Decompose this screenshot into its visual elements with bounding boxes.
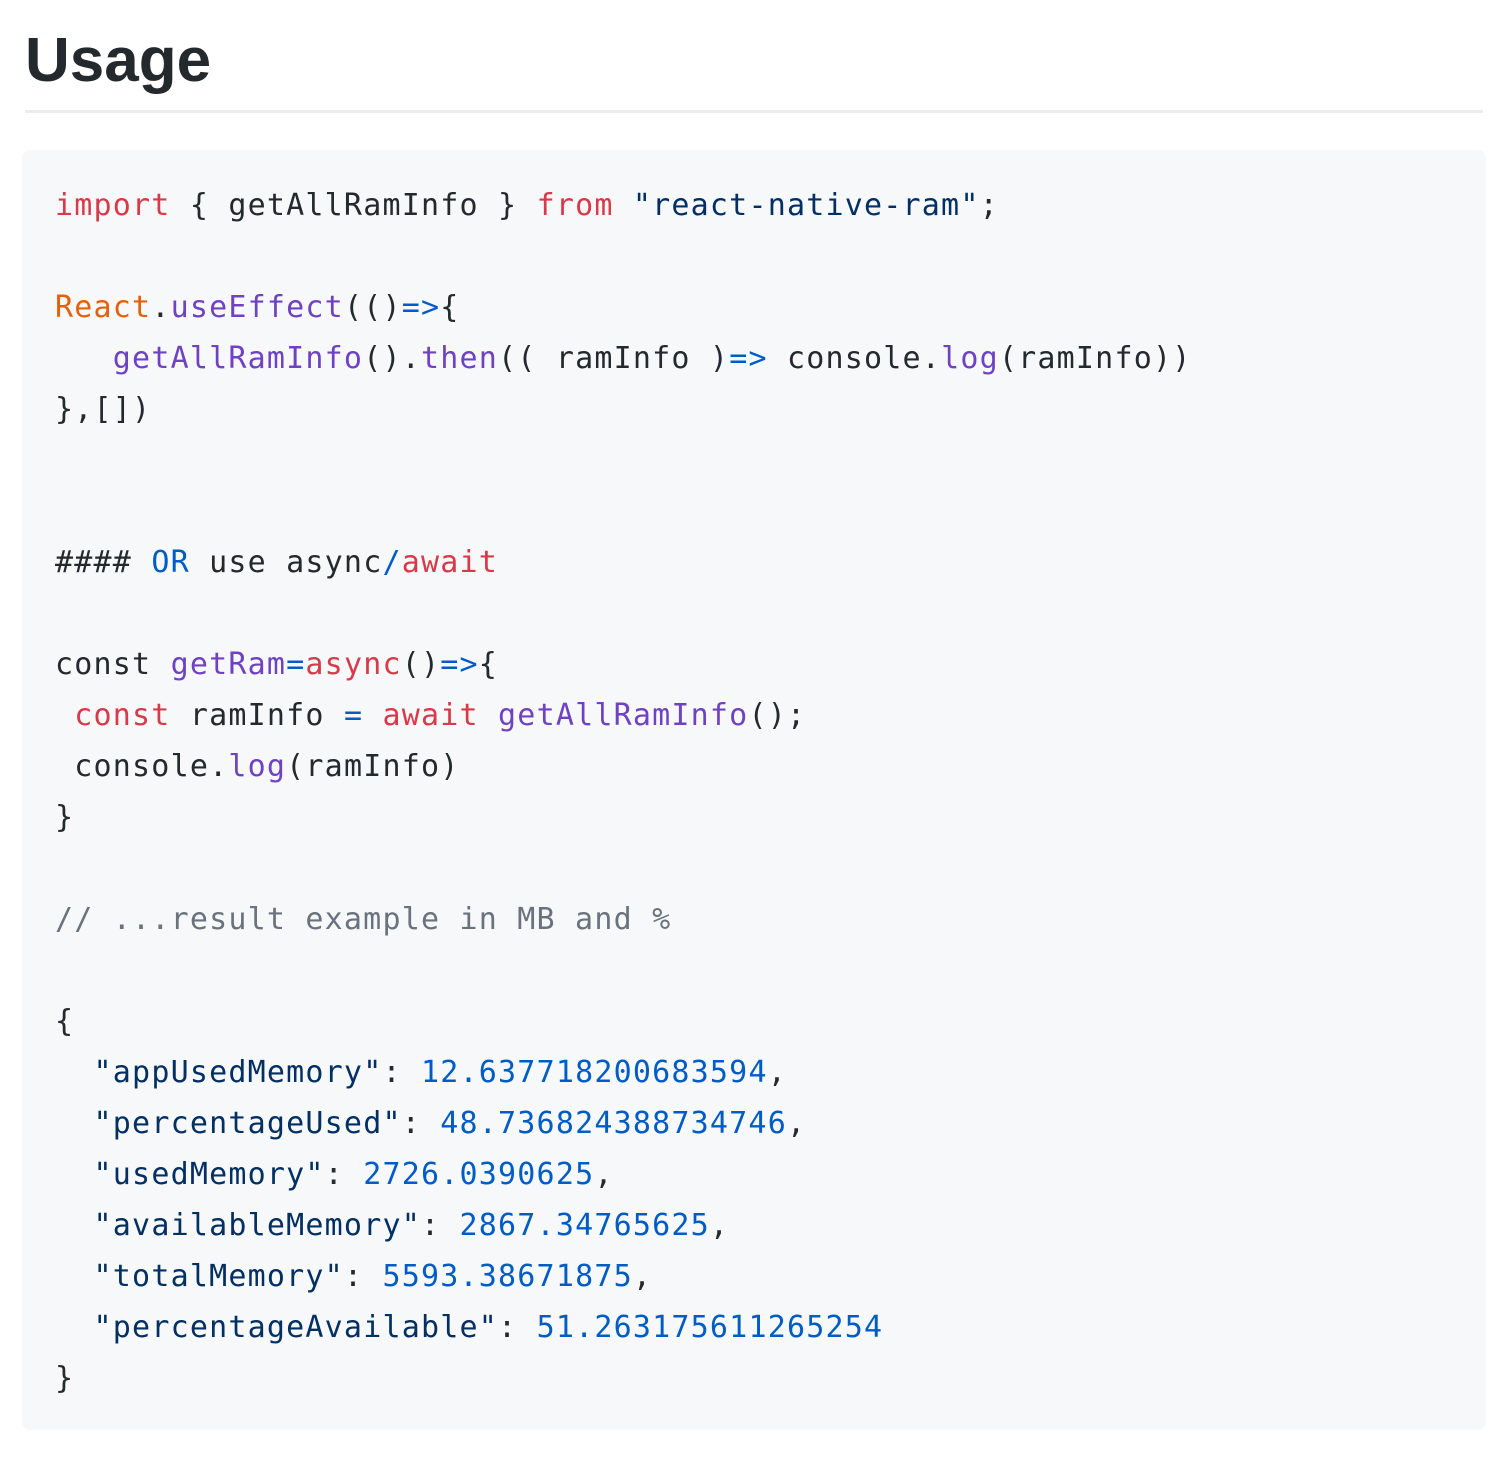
- code-block: import { getAllRamInfo } from "react-nat…: [22, 150, 1486, 1431]
- code-content: import { getAllRamInfo } from "react-nat…: [55, 188, 1192, 1397]
- page-title: Usage: [25, 24, 1483, 114]
